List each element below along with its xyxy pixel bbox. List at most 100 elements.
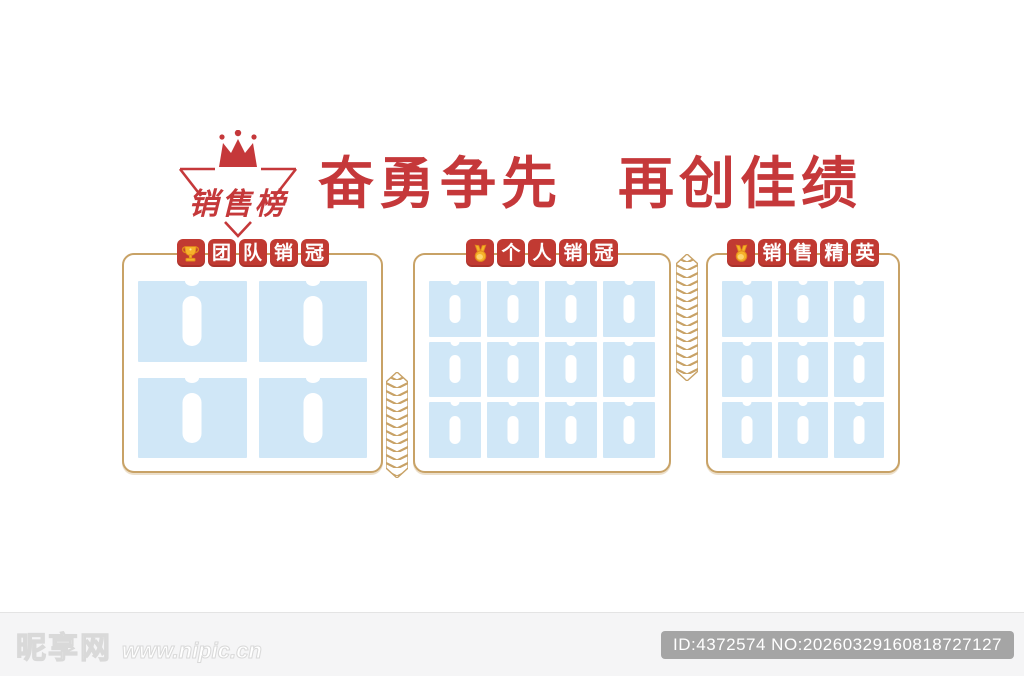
slot-notch xyxy=(798,341,808,346)
photo-grid xyxy=(138,281,367,458)
slot-pill xyxy=(623,294,635,323)
slot-notch xyxy=(624,402,634,407)
site-url: www.nipic.cn xyxy=(122,637,263,663)
site-watermark: 昵享网 www.nipic.cn xyxy=(15,623,263,667)
chevron-ribbon-bottom xyxy=(385,371,409,483)
slot-notch xyxy=(854,281,864,285)
slot-notch xyxy=(624,281,634,285)
photo-slot xyxy=(778,341,828,398)
slot-pill xyxy=(303,296,323,347)
photo-slot xyxy=(603,402,655,458)
medal-icon xyxy=(727,239,755,267)
badge-char: 销 xyxy=(758,239,786,267)
slot-pill xyxy=(853,355,865,384)
slot-pill xyxy=(507,294,519,323)
slot-pill xyxy=(741,294,753,323)
site-name: 昵享网 xyxy=(15,631,112,665)
slot-notch xyxy=(742,341,752,346)
photo-slot xyxy=(487,281,539,337)
slot-pill xyxy=(797,355,809,384)
slot-notch xyxy=(624,341,634,346)
slot-notch xyxy=(566,341,576,346)
slot-notch xyxy=(854,402,864,407)
panel-team-sales-champion: 团队销冠 xyxy=(122,239,383,473)
photo-slot xyxy=(603,341,655,398)
slogan-part-1: 奋勇争先 xyxy=(318,153,562,216)
slot-pill xyxy=(853,416,865,445)
slot-pill xyxy=(507,355,519,384)
slot-notch xyxy=(185,281,200,286)
slot-notch xyxy=(450,341,460,346)
photo-slot xyxy=(545,341,597,398)
badge-char: 销 xyxy=(559,239,587,267)
slot-pill xyxy=(741,355,753,384)
photo-grid xyxy=(429,281,655,458)
slot-pill xyxy=(797,416,809,445)
badge-char: 个 xyxy=(497,239,525,267)
main-slogan: 奋勇争先 再创佳绩 xyxy=(318,146,878,216)
slot-notch xyxy=(566,281,576,285)
photo-slot xyxy=(834,341,884,398)
panel-individual-sales-champion: 个人销冠 xyxy=(413,239,671,473)
slot-notch xyxy=(508,402,518,407)
badge-char: 精 xyxy=(820,239,848,267)
slogan-part-2: 再创佳绩 xyxy=(618,153,862,216)
photo-slot xyxy=(778,281,828,337)
panel-header-badge: 销售精英 xyxy=(727,239,879,267)
photo-slot xyxy=(834,281,884,337)
slot-pill xyxy=(449,355,461,384)
photo-slot xyxy=(429,402,481,458)
photo-slot xyxy=(778,402,828,458)
medal-icon xyxy=(466,239,494,267)
panel-sales-elite: 销售精英 xyxy=(706,239,900,473)
slot-pill xyxy=(623,355,635,384)
photo-slot xyxy=(603,281,655,337)
panel-header-badge: 个人销冠 xyxy=(466,239,618,267)
slot-notch xyxy=(566,402,576,407)
badge-char: 英 xyxy=(851,239,879,267)
slot-notch xyxy=(185,377,200,383)
photo-slot xyxy=(258,281,367,362)
slot-notch xyxy=(798,402,808,407)
slot-pill xyxy=(449,416,461,445)
watermark-bar: 昵享网 www.nipic.cn ID:4372574 NO:202603291… xyxy=(0,612,1024,676)
slot-pill xyxy=(303,392,323,443)
photo-slot xyxy=(258,377,367,458)
photo-slot xyxy=(545,281,597,337)
photo-slot xyxy=(722,402,772,458)
badge-char: 销 xyxy=(269,239,298,267)
photo-slot xyxy=(429,281,481,337)
slot-pill xyxy=(565,416,577,445)
slot-pill xyxy=(182,392,202,443)
photo-slot xyxy=(722,281,772,337)
crown-triangle-icon: 销售榜 xyxy=(178,129,298,238)
photo-slot xyxy=(834,402,884,458)
slot-pill xyxy=(449,294,461,323)
sales-ranking-logo: 销售榜 xyxy=(170,129,306,240)
badge-char: 团 xyxy=(207,239,236,267)
slot-notch xyxy=(508,281,518,285)
photo-slot xyxy=(429,341,481,398)
slot-pill xyxy=(797,294,809,323)
photo-slot xyxy=(545,402,597,458)
slot-notch xyxy=(450,402,460,407)
slot-notch xyxy=(305,281,320,286)
slot-notch xyxy=(854,341,864,346)
panel-header-badge: 团队销冠 xyxy=(176,239,329,267)
badge-char: 冠 xyxy=(590,239,618,267)
badge-char: 售 xyxy=(789,239,817,267)
slot-pill xyxy=(182,296,202,347)
slot-notch xyxy=(305,377,320,383)
slot-pill xyxy=(565,355,577,384)
slot-pill xyxy=(741,416,753,445)
slot-pill xyxy=(853,294,865,323)
slot-pill xyxy=(623,416,635,445)
photo-slot xyxy=(487,341,539,398)
photo-grid xyxy=(722,281,884,458)
badge-char: 冠 xyxy=(300,239,329,267)
slot-notch xyxy=(742,402,752,407)
trophy-icon xyxy=(176,239,205,267)
image-id-badge: ID:4372574 NO:20260329160818727127 xyxy=(661,630,1014,659)
photo-slot xyxy=(138,281,247,362)
